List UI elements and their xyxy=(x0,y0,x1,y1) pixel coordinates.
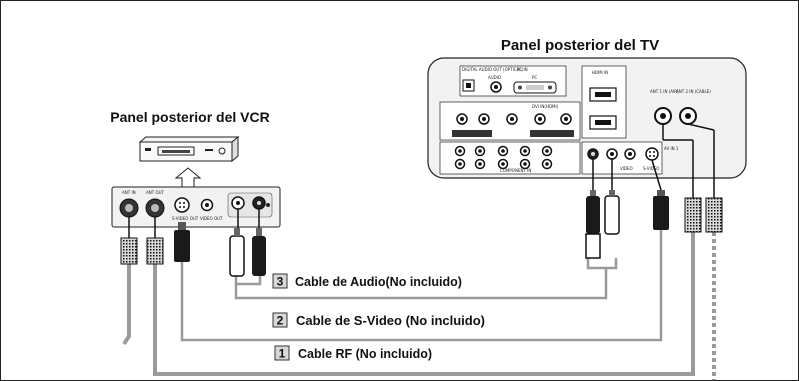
cable-label-svideo: 2 Cable de S-Video (No incluido) xyxy=(272,312,485,328)
audio-cable xyxy=(234,268,608,300)
svideo-plug-vcr xyxy=(174,222,190,262)
vcr-svideo-out-jack xyxy=(174,197,190,213)
tv-video-label: VIDEO xyxy=(620,166,633,171)
antenna-lead-cable xyxy=(122,262,131,346)
tv-digital-audio-out-label: DIGITAL AUDIO OUT (OPTICAL) xyxy=(462,67,524,72)
tv-component-in-label: COMPONENT IN xyxy=(500,168,531,173)
vcr-svideo-out-label: S-VIDEO OUT xyxy=(172,216,199,221)
rf-plug-vcr-ant-out xyxy=(146,237,164,265)
cable-number-svideo: 2 xyxy=(277,314,284,328)
audio-plug-tv-left xyxy=(585,190,601,259)
cable-number-audio: 3 xyxy=(277,275,284,289)
cable-label-rf: 1 Cable RF (No incluido) xyxy=(274,345,432,361)
vcr-ant-in-label: ANT IN xyxy=(122,190,136,195)
tv-ant2-label: ANT 2 IN (CABLE) xyxy=(676,89,711,94)
svideo-cable xyxy=(180,230,663,342)
cable-text-rf: Cable RF (No incluido) xyxy=(298,347,432,361)
rf-plug-tv-ant1 xyxy=(684,197,702,233)
vcr-video-out-label: VIDEO OUT xyxy=(200,216,223,221)
vcr-panel-title: Panel posterior del VCR xyxy=(110,109,269,125)
cable-number-rf: 1 xyxy=(279,347,286,361)
tv-panel-title: Panel posterior del TV xyxy=(501,37,659,54)
vcr-device-icon xyxy=(138,135,240,163)
audio-plug-tv-right xyxy=(604,190,620,235)
rf-cable xyxy=(153,220,695,376)
vcr-back-panel: ANT IN ANT OUT S-VIDEO OUT VIDEO OUT xyxy=(111,186,281,228)
cable-text-audio: Cable de Audio(No incluido) xyxy=(295,275,462,289)
cable-label-audio: 3 Cable de Audio(No incluido) xyxy=(272,273,462,289)
rf-plug-vcr-ant-in xyxy=(120,237,138,265)
tv-hdmi-in-label: HDMI IN xyxy=(592,70,608,75)
svideo-plug-tv xyxy=(653,190,669,230)
tv-dvi-in-label: DVI IN(HDMI) xyxy=(532,104,559,109)
vcr-ant-out-label: ANT OUT xyxy=(146,190,165,195)
rf-plug-tv-ant2 xyxy=(705,197,723,233)
tv-pc-in-label: PC IN xyxy=(517,67,528,72)
tv-av-in-label: AV IN 1 xyxy=(664,146,679,151)
cable-text-svideo: Cable de S-Video (No incluido) xyxy=(296,313,485,328)
tv-av-svideo-jack xyxy=(645,147,659,161)
tv-svideo-label: S-VIDEO xyxy=(643,166,659,171)
audio-plug-vcr-left xyxy=(229,228,245,277)
tv-pc-label: PC xyxy=(532,75,537,80)
audio-plug-vcr-right xyxy=(252,228,266,276)
tv-back-panel: DIGITAL AUDIO OUT (OPTICAL) PC IN AUDIO … xyxy=(427,57,747,179)
tv-ant1-label: ANT 1 IN (AIR) xyxy=(650,89,679,94)
tv-audio-label: AUDIO xyxy=(488,75,501,80)
